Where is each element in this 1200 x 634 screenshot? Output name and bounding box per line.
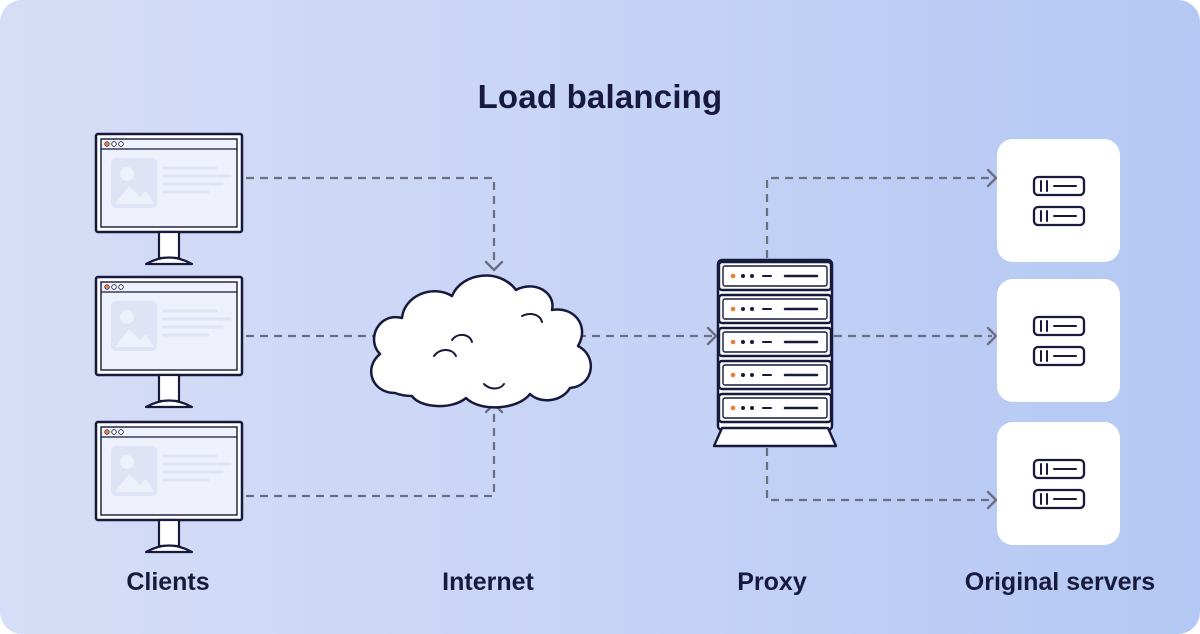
monitor-icon bbox=[94, 275, 244, 409]
arrow-right-icon bbox=[986, 326, 998, 346]
connector-client-1-to-internet bbox=[246, 176, 496, 262]
diagram-title: Load balancing bbox=[477, 78, 723, 115]
connector-proxy-to-origin-1 bbox=[765, 176, 992, 258]
monitor-icon bbox=[94, 420, 244, 554]
monitor-icon bbox=[94, 132, 244, 266]
connectors bbox=[246, 176, 992, 502]
internet-label: Internet bbox=[442, 568, 534, 596]
clients-label: Clients bbox=[126, 568, 210, 596]
origin-server-2 bbox=[995, 277, 1122, 404]
arrow-down-icon bbox=[484, 260, 504, 272]
server-rack-icon bbox=[712, 258, 838, 448]
client-monitor-2 bbox=[94, 275, 244, 409]
arrow-right-icon bbox=[986, 168, 998, 188]
server-icon bbox=[995, 420, 1122, 547]
client-monitor-3 bbox=[94, 420, 244, 554]
origin-server-3 bbox=[995, 420, 1122, 547]
connector-proxy-to-origin-3 bbox=[765, 448, 992, 502]
connector-client-3-to-internet bbox=[246, 410, 496, 498]
server-icon bbox=[995, 277, 1122, 404]
cloud-icon bbox=[369, 274, 593, 409]
arrow-right-icon bbox=[986, 490, 998, 510]
server-icon bbox=[995, 137, 1122, 264]
original-servers-label: Original servers bbox=[964, 568, 1156, 596]
proxy-label: Proxy bbox=[737, 568, 807, 596]
client-monitor-1 bbox=[94, 132, 244, 266]
arrow-right-icon bbox=[706, 326, 718, 346]
origin-server-1 bbox=[995, 137, 1122, 264]
